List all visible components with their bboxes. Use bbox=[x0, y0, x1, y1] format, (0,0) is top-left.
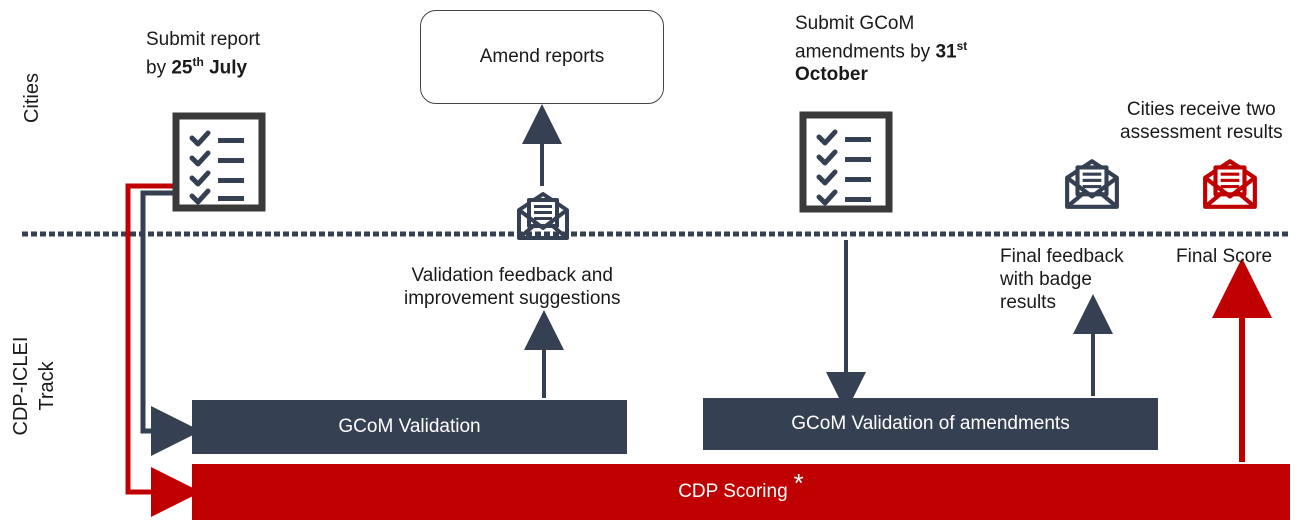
gcom-validation-amendments-box: GCoM Validation of amendments bbox=[703, 398, 1158, 450]
cdp-scoring-label: CDP Scoring bbox=[678, 481, 788, 502]
cdp-scoring-asterisk: * bbox=[793, 467, 804, 498]
submit-report-text: Submit report by 25th July bbox=[146, 29, 261, 79]
checklist-icon bbox=[799, 111, 893, 213]
envelope-letter-icon bbox=[1203, 159, 1257, 209]
receive-results-text: Cities receive two assessment results bbox=[1120, 99, 1283, 143]
gcom-validation-label: GCoM Validation bbox=[338, 416, 481, 437]
envelope-letter-icon bbox=[517, 192, 569, 240]
final-feedback-text: Final feedback with badge results bbox=[1000, 246, 1124, 313]
validation-feedback-text: Validation feedback and improvement sugg… bbox=[404, 265, 621, 309]
amend-reports-label: Amend reports bbox=[479, 46, 605, 67]
gcom-validation-amendments-label: GCoM Validation of amendments bbox=[791, 413, 1070, 434]
cdp-scoring-box: CDP Scoring * bbox=[192, 464, 1290, 520]
gcom-validation-box: GCoM Validation bbox=[192, 400, 627, 454]
submit-gcom-text: Submit GCoM amendments by 31st October bbox=[795, 13, 968, 86]
envelope-letter-icon bbox=[1065, 159, 1119, 209]
arrow-to-gcom-validation bbox=[140, 190, 201, 456]
final-score-text: Final Score bbox=[1176, 246, 1273, 267]
amend-reports-box: Amend reports bbox=[420, 10, 664, 104]
arrow-to-cdp-scoring bbox=[125, 183, 201, 517]
checklist-icon bbox=[172, 112, 266, 212]
